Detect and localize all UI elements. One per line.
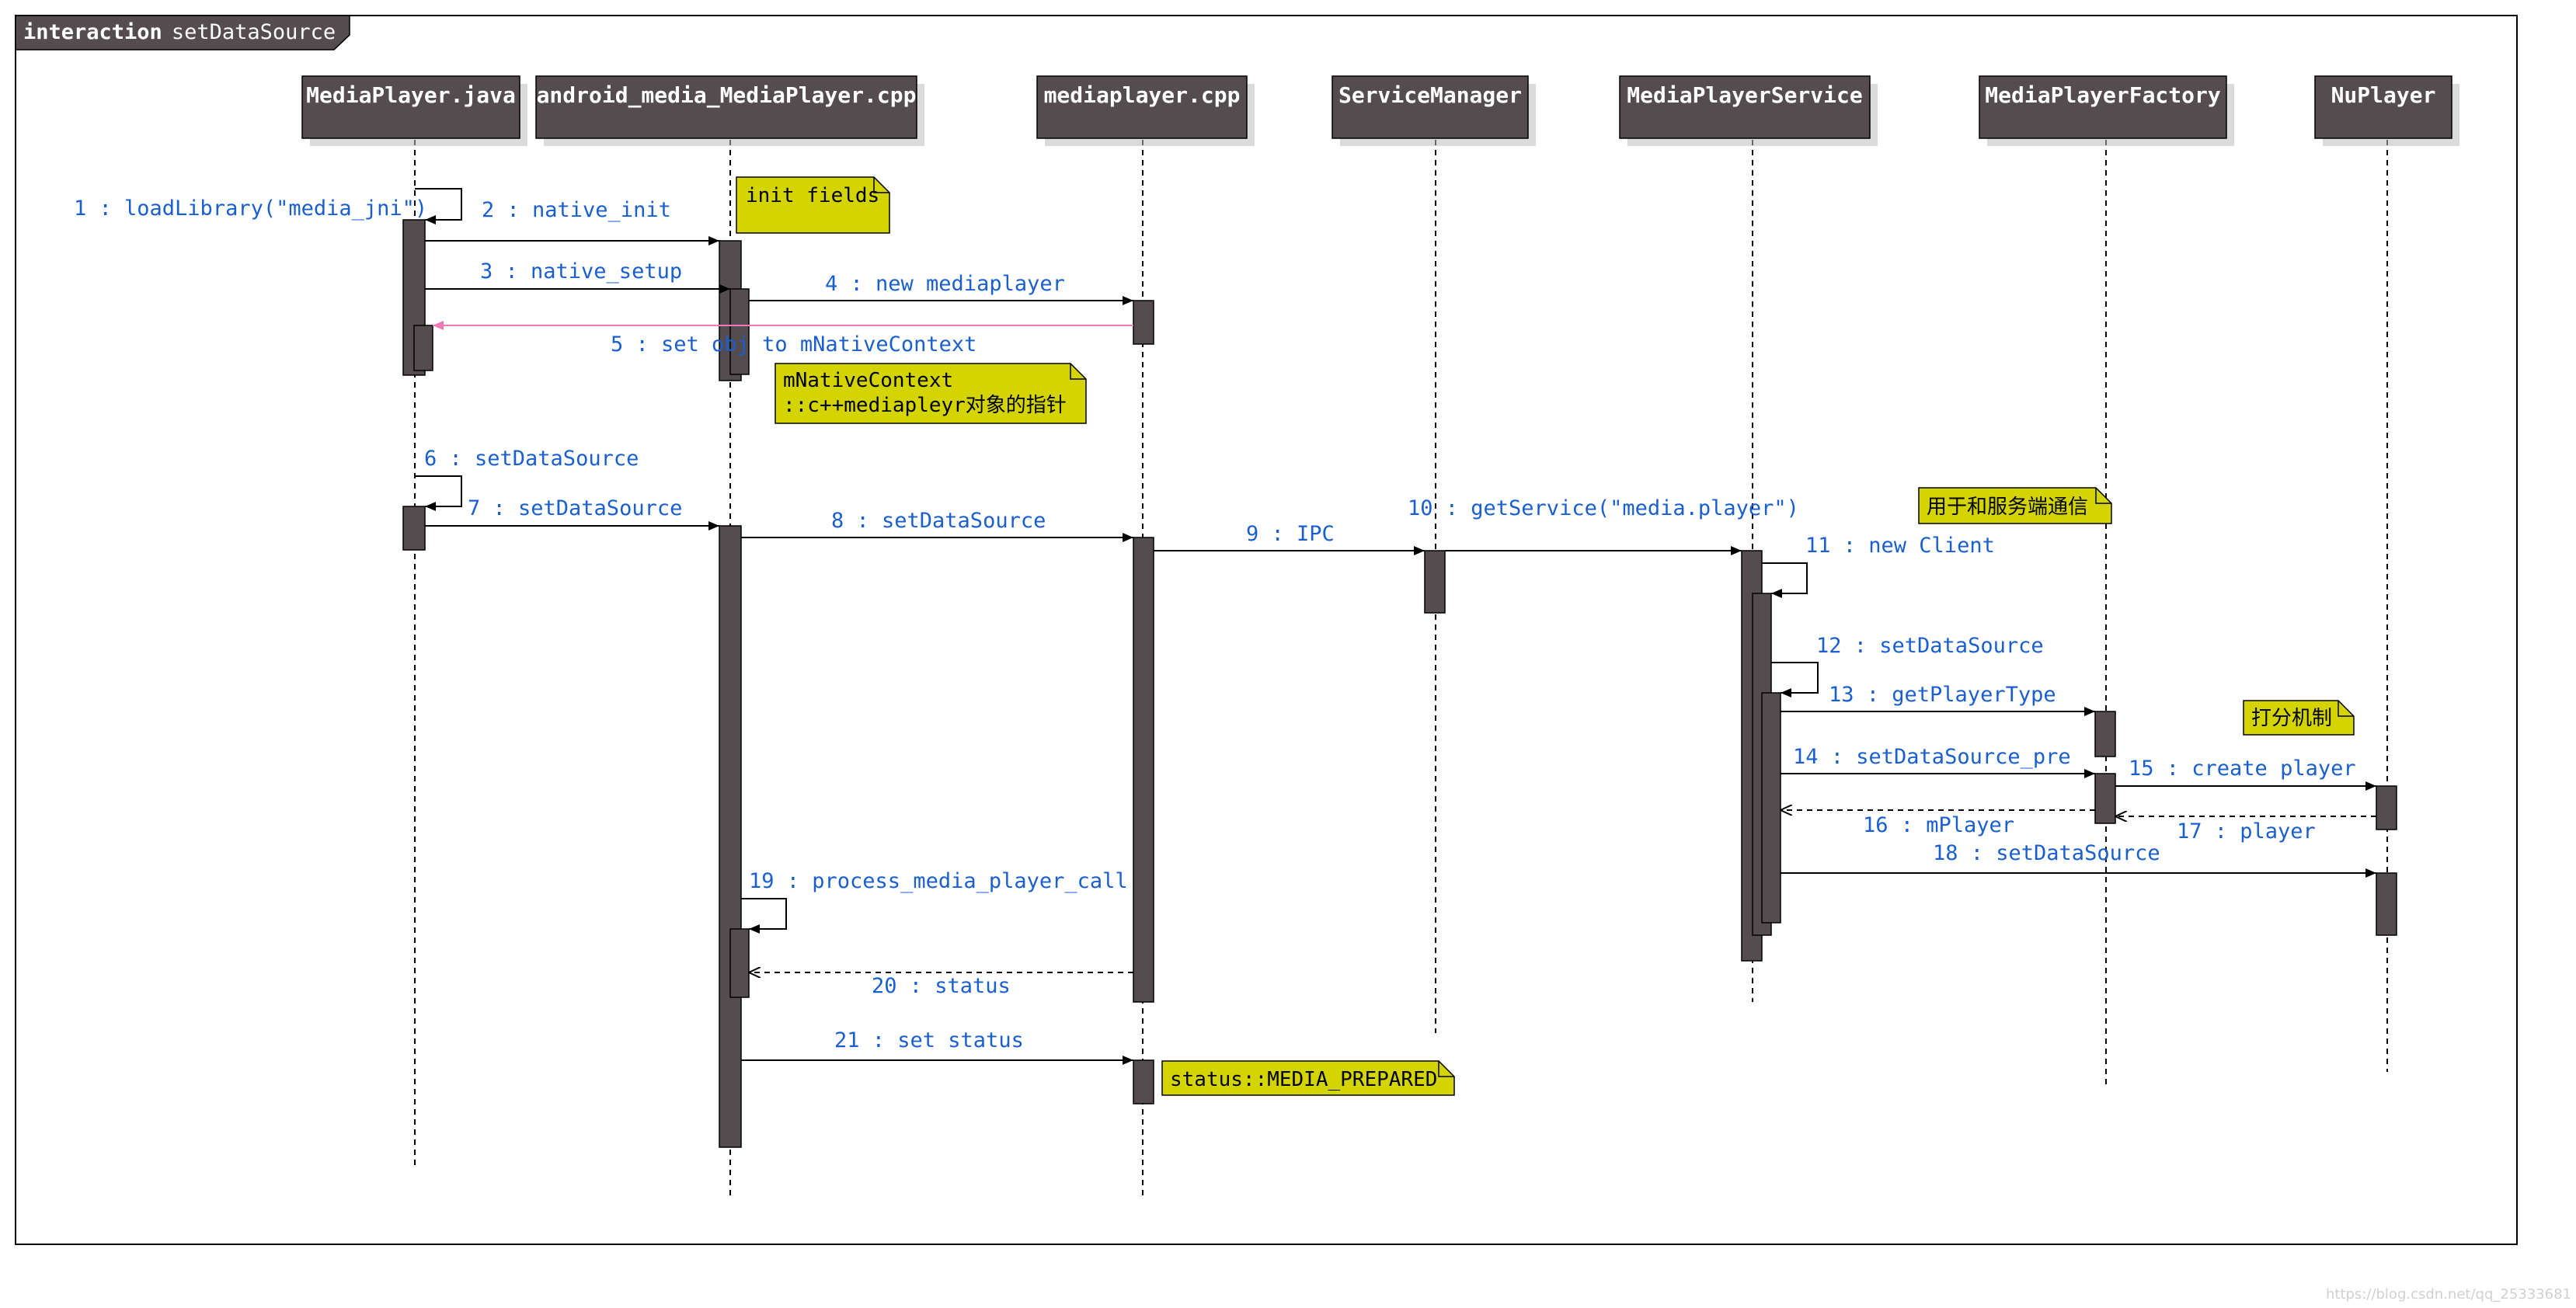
message-label: 16 : mPlayer [1863, 813, 2014, 837]
message-label: 10 : getService("media.player") [1408, 496, 1799, 520]
message-label: 8 : setDataSource [831, 509, 1046, 533]
message-label: 14 : setDataSource_pre [1793, 745, 2071, 769]
header-nuplayer: NuPlayer [2314, 75, 2459, 146]
message-label: 6 : setDataSource [424, 447, 639, 471]
message-arrows [415, 188, 2376, 1065]
note-scoring: 打分机制 [2243, 700, 2355, 736]
header-label: mediaplayer.cpp [1044, 82, 1241, 108]
note-text: 用于和服务端通信 [1927, 496, 2088, 519]
arrow-6 [415, 475, 462, 511]
note-text: status::MEDIA_PREPARED [1170, 1068, 1437, 1091]
arrow-11 [1762, 562, 1808, 598]
arrow-12 [1771, 662, 1819, 697]
note-init-fields: init fields [736, 176, 890, 234]
activation-mpcpp-1 [1133, 300, 1154, 345]
note-media-prepared: status::MEDIA_PREPARED [1161, 1060, 1455, 1096]
header-label: MediaPlayerService [1627, 82, 1862, 108]
header-label: android_media_MediaPlayer.cpp [537, 82, 917, 108]
activation-jni-3 [719, 525, 742, 1148]
note-text: init fields [746, 184, 879, 207]
message-label: 4 : new mediaplayer [825, 272, 1065, 296]
message-label: 5 : set obj to mNativeContext [611, 332, 976, 357]
message-label: 7 : setDataSource [468, 496, 682, 520]
activation-jni-2 [729, 288, 750, 375]
activation-mps-3 [1761, 692, 1781, 924]
frame-keyword: interaction [23, 20, 162, 44]
header-mediaplayerservice: MediaPlayerService [1619, 75, 1878, 146]
note-server-comm: 用于和服务端通信 [1918, 487, 2112, 524]
message-label: 11 : new Client [1805, 534, 1995, 558]
message-label: 18 : setDataSource [1933, 841, 2160, 865]
header-mediaplayer-cpp: mediaplayer.cpp [1036, 75, 1255, 146]
arrow-19 [741, 898, 787, 934]
notes: init fields mNativeContext ::c++mediaple… [736, 176, 2355, 1096]
lifeline-lines [414, 140, 2388, 1200]
message-label: 15 : create player [2129, 757, 2356, 781]
message-label: 13 : getPlayerType [1829, 683, 2056, 707]
message-label: 20 : status [872, 974, 1011, 998]
note-native-context: mNativeContext ::c++mediapleyr对象的指针 [775, 363, 1087, 424]
activation-nu-1 [2376, 785, 2397, 830]
message-label: 21 : set status [834, 1028, 1024, 1052]
watermark: https://blog.csdn.net/qq_25333681 [2326, 1286, 2571, 1303]
header-label: MediaPlayerFactory [1985, 82, 2221, 108]
activation-sm-1 [1424, 550, 1446, 614]
activation-nu-2 [2376, 872, 2397, 936]
activation-jni-4 [729, 928, 750, 998]
activation-mpcpp-3 [1133, 1059, 1154, 1104]
message-labels: 1 : loadLibrary("media_jni") 2 : native_… [74, 197, 2356, 1052]
message-label: 19 : process_media_player_call [749, 869, 1128, 893]
message-label: 3 : native_setup [480, 259, 682, 284]
activation-java-2 [413, 325, 433, 371]
header-mediaplayerfactory: MediaPlayerFactory [1979, 75, 2234, 146]
message-label: 2 : native_init [482, 198, 671, 222]
activation-java-3 [402, 506, 426, 551]
activation-bars [402, 219, 2397, 1148]
arrow-1 [415, 188, 462, 224]
note-text: ::c++mediapleyr对象的指针 [783, 394, 1067, 417]
lifeline-headers: MediaPlayer.java android_media_MediaPlay… [301, 75, 2459, 146]
message-label: 1 : loadLibrary("media_jni") [74, 197, 427, 221]
interaction-frame: interaction setDataSource [15, 15, 2518, 1245]
activation-mpcpp-2 [1133, 537, 1154, 1003]
header-label: ServiceManager [1338, 82, 1522, 108]
header-servicemanager: ServiceManager [1332, 75, 1536, 146]
message-label: 12 : setDataSource [1816, 634, 2044, 658]
note-text: 打分机制 [2251, 707, 2332, 730]
message-label: 9 : IPC [1246, 522, 1335, 546]
note-text: mNativeContext [783, 369, 953, 392]
message-label: 17 : player [2177, 819, 2316, 844]
activation-mpf-1 [2094, 711, 2116, 757]
frame-title: interaction setDataSource [23, 20, 336, 44]
frame-name: setDataSource [172, 20, 336, 44]
header-mediaplayer-java: MediaPlayer.java [301, 75, 527, 146]
activation-mpf-2 [2094, 773, 2116, 824]
header-android-media-mediaplayer-cpp: android_media_MediaPlayer.cpp [535, 75, 924, 146]
header-label: MediaPlayer.java [306, 82, 516, 108]
header-label: NuPlayer [2331, 82, 2436, 108]
